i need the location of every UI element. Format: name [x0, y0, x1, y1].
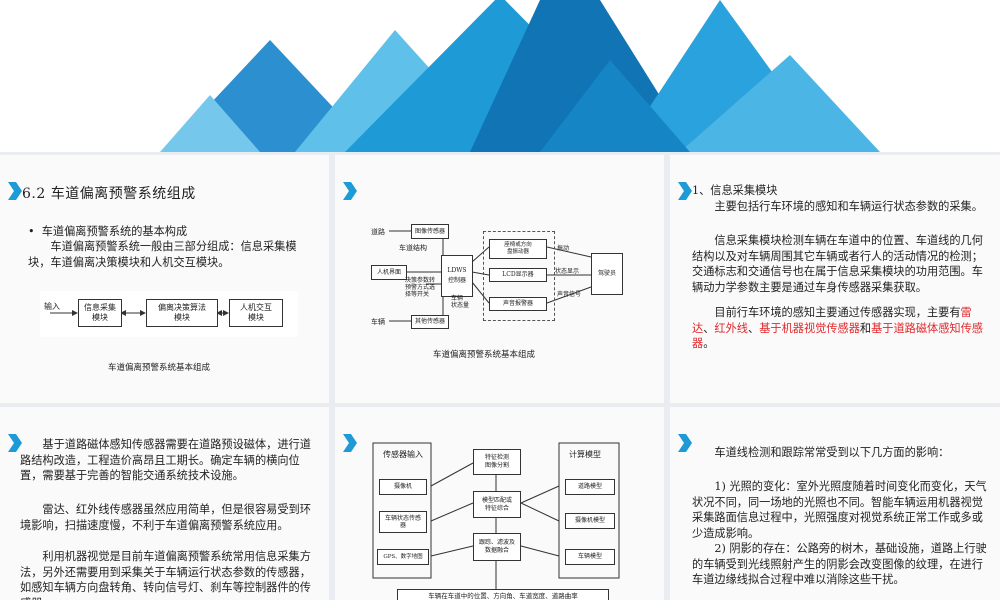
section-heading: 1、信息采集模块	[692, 184, 778, 197]
vision-highlight: 基于机器视觉传感器	[759, 321, 860, 335]
chevron-right-icon	[678, 182, 692, 200]
mountain-decoration	[160, 0, 880, 152]
output-result-box: 车辆在车道中的位置、方向角、车道宽度、道路曲率	[397, 589, 609, 600]
header-banner	[0, 0, 1000, 152]
model-matching-box: 模型匹配或 特征综合	[473, 491, 521, 518]
paragraph-1: 车道线检测和跟踪常常受到以下几方面的影响：	[714, 446, 950, 459]
section-heading: 6.2 车道偏离预警系统组成	[22, 186, 196, 202]
paragraph-1: 基于道路磁体感知传感器需要在道路预设磁体，进行道路结构改造，工程造价高昂且工期长…	[20, 438, 311, 482]
vehicle-model-box: 车辆模型	[565, 549, 615, 565]
chevron-right-icon	[678, 434, 692, 452]
magnetic-highlight: 基于道路磁体感知传感器	[692, 321, 983, 351]
paragraph-2: 1) 光照的变化：室外光照度随着时间变化而变化，天气状况不同，同一场地的光照也不…	[692, 480, 987, 540]
camera-box: 摄像机	[379, 479, 427, 495]
vehicle-state-label: 车辆 状态量	[451, 295, 470, 309]
other-sensors-box: 其他传感器	[411, 315, 449, 329]
decision-params-label: 决策参数转 预警方式选 择等开关	[405, 277, 436, 298]
tracking-fusion-box: 跟踪、滤波及 数据融合	[473, 533, 521, 561]
image-sensor-box: 图像传感器	[411, 224, 449, 239]
figure-caption: 车道偏离预警系统基本组成	[433, 350, 536, 360]
chevron-right-icon	[343, 182, 357, 200]
sound-alarm-box: 声音报警器	[489, 297, 547, 311]
composition-diagram: 输入 信息采集 模块 偏离决策算法 模块 人机交互 模块	[40, 291, 298, 337]
chevron-right-icon	[343, 434, 357, 452]
figure-caption: 车道偏离预警系统基本组成	[108, 363, 211, 373]
vibration-label: 振动	[557, 245, 570, 252]
feature-detection-box: 特征检测 图像分割	[473, 449, 521, 475]
panel-system-diagram: 道路 图像传感器 车道结构 人机界面 决策参数转 预警方式选 择等开关 LDWS…	[335, 155, 664, 403]
calc-model-title: 计算模型	[569, 450, 601, 459]
bullet-item: • 车道偏离预警系统的基本构成	[28, 225, 188, 238]
paragraph-3: 2) 阴影的存在：公路旁的树木，基础设施，道路上行驶的车辆受到光线照射产生的阴影…	[692, 542, 987, 586]
separator: 、	[747, 321, 760, 335]
lcd-display-box: LCD显示器	[489, 268, 547, 282]
paragraph-1: 主要包括行车环境的感知和车辆运行状态参数的采集。	[714, 200, 983, 213]
paragraph: 车道偏离预警系统一般由三部分组成：信息采集模块，车道偏离决策模块和人机交互模块。	[28, 240, 297, 269]
seat-vibrator-box: 座椅或方向 盘振动器	[489, 239, 547, 259]
hmi-box: 人机交互 模块	[229, 299, 283, 327]
vision-flow-diagram: 传感器输入 摄像机 车辆状态传感 器 GPS、数字地图 特征检测 图像分割 模型…	[371, 441, 637, 600]
hmi-box: 人机界面	[371, 265, 407, 280]
vehicle-label: 车辆	[371, 318, 385, 326]
ldws-block-diagram: 道路 图像传感器 车道结构 人机界面 决策参数转 预警方式选 择等开关 LDWS…	[371, 217, 629, 329]
vehicle-sensor-box: 车辆状态传感 器	[379, 511, 427, 533]
output-devices-group	[483, 231, 555, 321]
paragraph-2: 信息采集模块检测车辆在车道中的位置、车道线的几何结构以及对车辆周围其它车辆或者行…	[692, 234, 983, 294]
period: 。	[703, 337, 715, 350]
sound-signal-label: 声音信号	[557, 291, 582, 298]
panel-sensor-comparison: 基于道路磁体感知传感器需要在道路预设磁体，进行道路结构改造，工程造价高昂且工期长…	[0, 407, 329, 600]
sensor-input-title: 传感器输入	[383, 450, 423, 459]
chevron-right-icon	[8, 434, 22, 452]
camera-model-box: 摄像机模型	[565, 513, 615, 529]
road-label: 道路	[371, 228, 385, 236]
decision-algorithm-box: 偏离决策算法 模块	[146, 299, 218, 327]
separator: 、	[703, 321, 715, 335]
bullet-text: 车道偏离预警系统的基本构成	[41, 225, 188, 238]
panel-lane-departure-composition: 6.2 车道偏离预警系统组成 • 车道偏离预警系统的基本构成 车道偏离预警系统一…	[0, 155, 329, 403]
radar-highlight: 雷达	[692, 306, 972, 335]
infrared-highlight: 红外线	[714, 321, 748, 335]
driver-box: 驾驶员	[591, 253, 623, 295]
panel-vision-flow: 传感器输入 摄像机 车辆状态传感 器 GPS、数字地图 特征检测 图像分割 模型…	[335, 407, 664, 600]
chevron-right-icon	[8, 182, 22, 200]
paragraph-3: 目前行车环境的感知主要通过传感器实现，主要有雷达、红外线、基于机器视觉传感器和基…	[692, 305, 992, 352]
paragraph-2: 雷达、红外线传感器虽然应用简单，但是很容易受到环境影响，扫描速度慢，不利于车道偏…	[20, 503, 311, 532]
panel-detection-factors: 车道线检测和跟踪常常受到以下几方面的影响： 1) 光照的变化：室外光照度随着时间…	[670, 407, 1000, 600]
p3-text: 目前行车环境的感知主要通过传感器实现，主要有	[714, 306, 961, 319]
gps-map-box: GPS、数字地图	[377, 549, 429, 565]
status-display-label: 状态显示	[555, 268, 580, 275]
panel-info-collection: 1、信息采集模块 主要包括行车环境的感知和车辆运行状态参数的采集。 信息采集模块…	[670, 155, 1000, 403]
road-model-box: 道路模型	[565, 479, 615, 495]
input-label: 输入	[44, 302, 60, 311]
ldws-controller-box: LDWS 控制器	[441, 255, 473, 297]
info-collection-box: 信息采集 模块	[78, 299, 122, 327]
paragraph-3: 利用机器视觉是目前车道偏离预警系统常用信息采集方法，另外还需要用到采集关于车辆运…	[20, 550, 311, 600]
lane-structure-label: 车道结构	[399, 244, 427, 252]
conjunction: 和	[859, 321, 872, 335]
